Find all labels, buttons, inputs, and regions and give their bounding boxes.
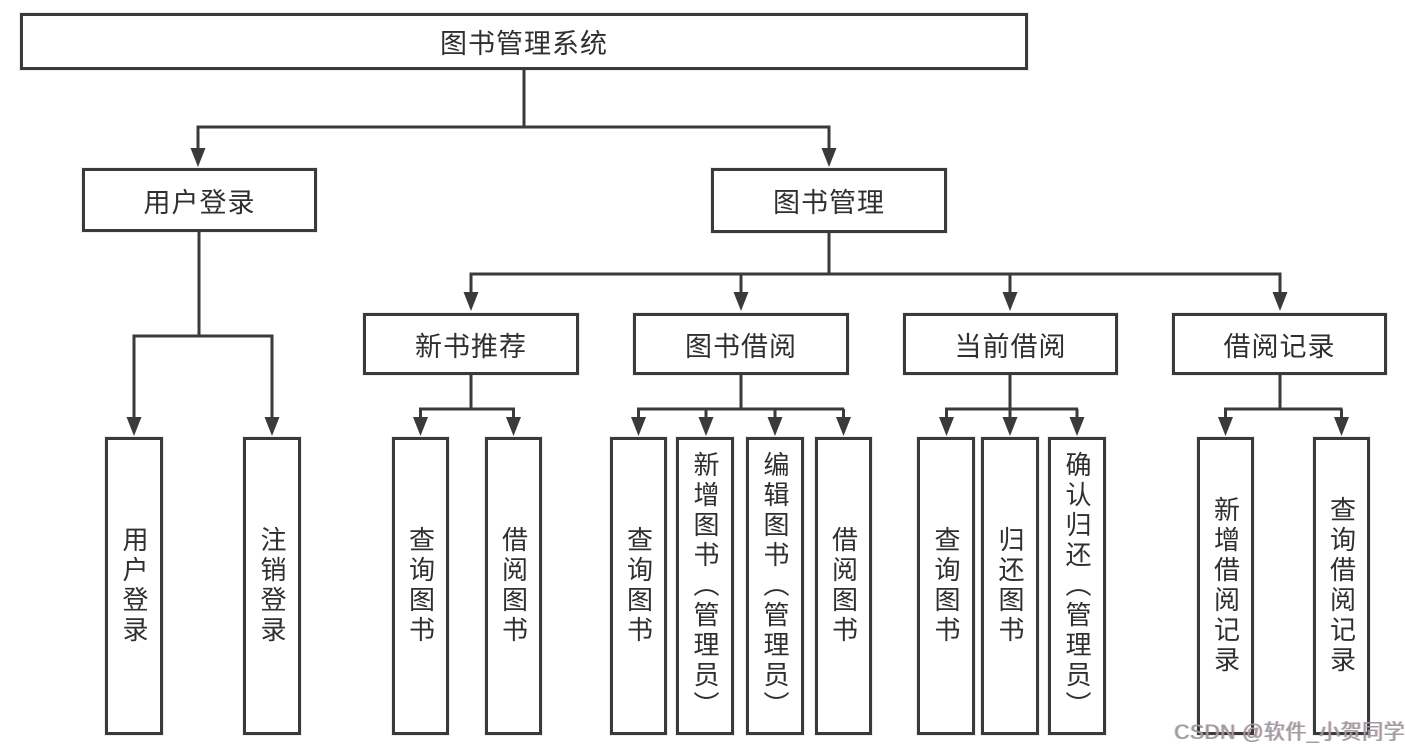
- leaf-rec-borrow-book: 借阅图书: [485, 437, 542, 735]
- leaf-bb-edit-book-admin: 编辑图书（管理员）: [746, 437, 804, 735]
- leaf-rec-query-book-label: 查询图书: [405, 526, 436, 646]
- node-user-login-label: 用户登录: [143, 187, 256, 218]
- leaf-logout-login-label: 注销登录: [257, 526, 287, 646]
- leaf-bb-borrow-book-label: 借阅图书: [828, 526, 859, 646]
- leaf-br-add-record-label: 新增借阅记录: [1210, 496, 1241, 676]
- leaf-bb-query-book: 查询图书: [610, 437, 667, 735]
- leaf-br-query-record: 查询借阅记录: [1313, 437, 1370, 735]
- leaf-cb-confirm-return-admin-label: 确认归还（管理员）: [1062, 451, 1092, 721]
- leaf-user-login: 用户登录: [105, 437, 163, 735]
- leaf-cb-return-book-label: 归还图书: [995, 526, 1025, 646]
- leaf-cb-confirm-return-admin: 确认归还（管理员）: [1048, 437, 1106, 735]
- node-book-management: 图书管理: [711, 168, 947, 233]
- leaf-bb-edit-book-admin-label: 编辑图书（管理员）: [760, 451, 790, 721]
- csdn-watermark: CSDN @软件_小贺同学: [1174, 721, 1405, 744]
- node-book-borrowing-label: 图书借阅: [685, 331, 797, 362]
- node-new-book-recommend: 新书推荐: [363, 313, 579, 375]
- node-borrowing-records: 借阅记录: [1172, 313, 1387, 375]
- leaf-logout-login: 注销登录: [243, 437, 301, 735]
- leaf-br-query-record-label: 查询借阅记录: [1326, 496, 1357, 676]
- leaf-cb-return-book: 归还图书: [981, 437, 1039, 735]
- node-book-management-label: 图书管理: [773, 188, 885, 218]
- leaf-bb-add-book-admin: 新增图书（管理员）: [676, 437, 734, 735]
- leaf-bb-add-book-admin-label: 新增图书（管理员）: [690, 451, 720, 721]
- leaf-bb-query-book-label: 查询图书: [623, 526, 654, 646]
- leaf-user-login-label: 用户登录: [119, 526, 149, 646]
- leaf-br-add-record: 新增借阅记录: [1197, 437, 1254, 735]
- node-current-borrowing: 当前借阅: [903, 313, 1118, 375]
- leaf-cb-query-book: 查询图书: [917, 437, 975, 735]
- leaf-rec-borrow-book-label: 借阅图书: [498, 526, 529, 646]
- node-library-system: 图书管理系统: [20, 13, 1028, 70]
- leaf-rec-query-book: 查询图书: [392, 437, 449, 735]
- node-current-borrowing-label: 当前借阅: [954, 331, 1067, 362]
- node-book-borrowing: 图书借阅: [633, 313, 849, 375]
- node-borrowing-records-label: 借阅记录: [1223, 331, 1336, 362]
- node-user-login: 用户登录: [82, 168, 317, 232]
- node-new-book-recommend-label: 新书推荐: [415, 331, 527, 362]
- leaf-cb-query-book-label: 查询图书: [931, 526, 961, 646]
- node-library-system-label: 图书管理系统: [440, 29, 608, 59]
- leaf-bb-borrow-book: 借阅图书: [815, 437, 872, 735]
